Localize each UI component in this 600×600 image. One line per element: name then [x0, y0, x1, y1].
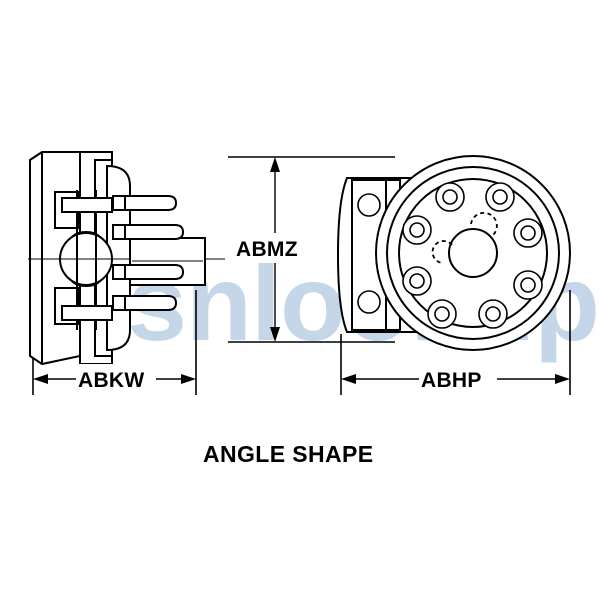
- side-view-pin-2: [112, 224, 185, 240]
- front-view-keyway-arc-left: [431, 240, 453, 264]
- contact-hole-1: [435, 182, 465, 212]
- side-view-pin-4: [112, 295, 178, 311]
- abhp-arrow-left: [341, 374, 356, 384]
- front-view-keyway-arc-top: [470, 211, 498, 237]
- contact-hole-2: [485, 182, 515, 212]
- front-view-center-hole: [448, 228, 498, 278]
- abkw-arrow-right: [181, 374, 196, 384]
- front-view-flange-hole-bottom: [357, 290, 381, 314]
- front-view-flange-hole-top: [357, 193, 381, 217]
- front-view-contact-holes: [402, 182, 543, 329]
- abmz-label: ABMZ: [236, 238, 298, 261]
- drawing-title: ANGLE SHAPE: [203, 441, 374, 467]
- contact-hole-6: [427, 299, 457, 329]
- abkw-label-backing: [76, 364, 156, 394]
- contact-hole-7: [402, 266, 432, 296]
- abhp-arrow-right: [555, 374, 570, 384]
- contact-hole-3: [513, 218, 543, 248]
- abkw-label: ABKW: [78, 369, 145, 392]
- side-view-pin-3: [112, 264, 185, 280]
- front-view-middle-circle: [386, 166, 560, 340]
- dimension-abhp: ABHP: [340, 290, 571, 395]
- front-view-group: [336, 155, 571, 351]
- abmz-arrow-bottom: [270, 327, 280, 342]
- side-view-group: [28, 151, 225, 366]
- side-view-flange-bar-upper: [61, 197, 113, 213]
- contact-hole-8: [402, 215, 432, 245]
- contact-hole-5: [478, 299, 508, 329]
- abmz-label-backing: [234, 233, 318, 263]
- abhp-label: ABHP: [421, 369, 482, 392]
- abhp-label-backing: [419, 364, 497, 394]
- side-view-flange-bar-lower: [61, 305, 113, 321]
- abkw-arrow-left: [33, 374, 48, 384]
- side-view-pin-1: [112, 195, 178, 211]
- front-view-inner-circle: [398, 178, 548, 328]
- dimension-abkw: ABKW: [32, 290, 197, 395]
- abmz-arrow-top: [270, 157, 280, 172]
- dimension-abmz: ABMZ: [228, 156, 395, 343]
- contact-hole-4: [513, 270, 543, 300]
